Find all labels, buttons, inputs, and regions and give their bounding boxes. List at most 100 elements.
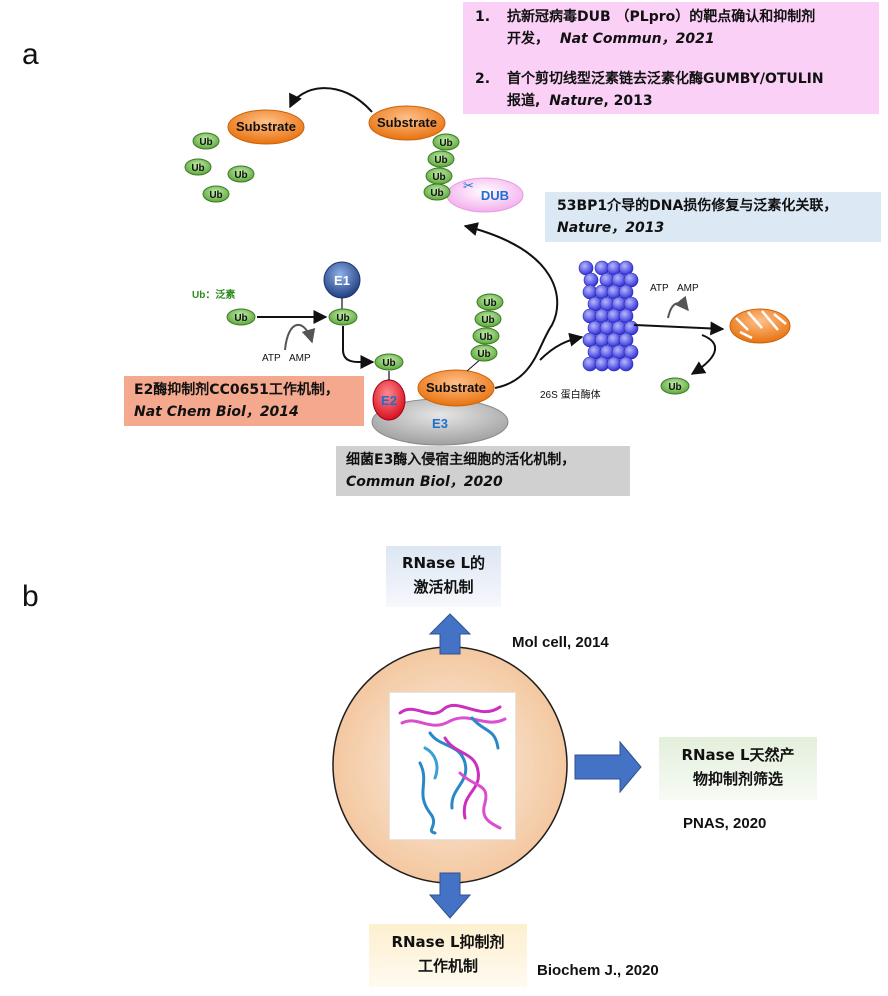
ref-box-e3: 细菌E3酶入侵宿主细胞的活化机制， Commun Biol，2020 <box>336 446 630 496</box>
chain-ub-2: Ub <box>427 150 455 168</box>
ubiquitin-pathway-diagram: Substrate Ub Ub Ub Ub DUB ✂ Substrate Ub… <box>184 87 791 446</box>
svg-text:Ub: Ub <box>479 332 492 343</box>
svg-text:Substrate: Substrate <box>426 380 486 395</box>
box-mechanism-line2: 工作机制 <box>417 957 478 975</box>
ref-box-53bp1: 53BP1介导的DNA损伤修复与泛素化关联， Nature，2013 <box>545 192 881 242</box>
svg-text:DUB: DUB <box>481 188 509 203</box>
box-activation-line2: 激活机制 <box>413 578 474 596</box>
chain-ub-1: Ub <box>432 133 460 151</box>
ref-1-line2b: Nat Commun，2021 <box>559 31 715 47</box>
free-substrate: Substrate <box>227 109 305 145</box>
e3-enzyme: E3 <box>371 398 509 446</box>
svg-text:Ub: Ub <box>481 315 494 326</box>
ref-e2-line2: Nat Chem Biol，2014 <box>134 404 299 420</box>
proteasome-label: 26S 蛋白酶体 <box>540 388 601 401</box>
svg-text:Ub: Ub <box>209 190 222 201</box>
proteasome-26s <box>578 260 639 372</box>
cite-molcell: Mol cell, 2014 <box>512 634 609 651</box>
atp-label-1: ATP <box>262 353 281 364</box>
box-natural-inhibitors: RNase L天然产 物抑制剂筛选 <box>659 737 817 800</box>
free-ub-4: Ub <box>202 185 230 203</box>
poly-ub-1: Ub <box>476 293 504 311</box>
arrow-down <box>428 872 472 919</box>
e1-enzyme: E1 <box>323 261 361 299</box>
ref-53bp1-line1: 53BP1介导的DNA损伤修复与泛素化关联， <box>557 198 838 214</box>
poly-ub-3: Ub <box>472 327 500 345</box>
svg-text:Ub: Ub <box>191 163 204 174</box>
svg-text:Ub: Ub <box>668 382 681 393</box>
proteasome-subunit <box>618 356 634 372</box>
arrow-up <box>428 613 472 655</box>
atp-label-2: ATP <box>650 283 669 294</box>
box-natural-line1: RNase L天然产 <box>681 746 795 764</box>
free-ub-1: Ub <box>192 132 220 150</box>
box-activation: RNase L的 激活机制 <box>386 546 501 607</box>
ref-box-e2: E2酶抑制剂CC0651工作机制， Nat Chem Biol，2014 <box>124 376 364 426</box>
free-ub-2: Ub <box>184 158 212 176</box>
panel-label-a: a <box>22 38 39 71</box>
poly-ub-2: Ub <box>474 310 502 328</box>
ref-num-1: 1. <box>475 9 491 25</box>
svg-text:Ub: Ub <box>434 155 447 166</box>
degradation-arrow <box>633 321 725 336</box>
svg-text:Ub: Ub <box>430 188 443 199</box>
e1-ub: Ub <box>328 308 358 326</box>
e2-enzyme: E2 <box>372 379 406 421</box>
amp-label-1: AMP <box>289 353 311 364</box>
svg-text:Substrate: Substrate <box>377 115 437 130</box>
ref-1-line2a: 开发， <box>507 31 549 47</box>
dub-enzyme: DUB ✂ <box>446 177 524 213</box>
panel-label-b: b <box>22 580 39 613</box>
svg-text:Substrate: Substrate <box>236 119 296 134</box>
svg-text:Ub: Ub <box>234 170 247 181</box>
box-natural-line2: 物抑制剂筛选 <box>692 770 783 788</box>
svg-text:Ub: Ub <box>234 313 247 324</box>
target-substrate: Substrate <box>417 369 495 407</box>
chain-ub-3: Ub <box>425 167 453 185</box>
protein-structure-image <box>389 692 516 840</box>
ub-free-start: Ub <box>226 308 256 326</box>
chain-ub-4: Ub <box>423 183 451 201</box>
ref-1-line1: 抗新冠病毒DUB （PLpro）的靶点确认和抑制剂 <box>507 9 816 25</box>
atp-amp-arrow-2 <box>667 295 689 319</box>
svg-text:Ub: Ub <box>439 138 452 149</box>
svg-text:Ub: Ub <box>483 298 496 309</box>
ub-recycle-arrow <box>690 334 717 375</box>
to-proteasome-arrow <box>539 332 584 361</box>
svg-text:Ub: Ub <box>477 349 490 360</box>
ref-2-line2a: 报道, <box>507 93 541 109</box>
ref-2-line1: 首个剪切线型泛素链去泛素化酶GUMBY/OTULIN <box>507 71 824 87</box>
cite-pnas: PNAS, 2020 <box>683 815 767 832</box>
ub-legend: Ub：泛素 <box>192 288 235 301</box>
ref-53bp1-line2: Nature，2013 <box>557 220 665 236</box>
svg-text:E1: E1 <box>334 273 350 288</box>
svg-text:Ub: Ub <box>336 313 349 324</box>
free-ub-3: Ub <box>227 165 255 183</box>
box-activation-line1: RNase L的 <box>401 554 486 572</box>
to-dub-arrow <box>463 222 559 389</box>
box-inhibitor-mechanism: RNase L抑制剂 工作机制 <box>369 924 527 987</box>
arrow-right <box>574 740 642 794</box>
svg-text:E2: E2 <box>381 393 397 408</box>
protein-ribbon-icon <box>398 703 507 835</box>
ref-e3-line1: 细菌E3酶入侵宿主细胞的活化机制， <box>346 452 576 468</box>
transfer-to-e2-arrow <box>342 326 375 369</box>
poly-ub-4: Ub <box>470 344 498 362</box>
peptide-fragments <box>729 308 791 344</box>
recycled-ub: Ub <box>660 377 690 395</box>
ref-e3-line2: Commun Biol，2020 <box>346 474 503 490</box>
atp-amp-arrow-1 <box>284 323 316 351</box>
scissors-icon: ✂ <box>463 179 474 194</box>
e2-ub: Ub <box>374 353 404 371</box>
ref-2-line2b: Nature <box>549 93 604 109</box>
cite-biochemj: Biochem J., 2020 <box>537 962 659 979</box>
svg-text:Ub: Ub <box>382 358 395 369</box>
box-mechanism-line1: RNase L抑制剂 <box>391 933 505 951</box>
ub-substrate-complex: Substrate <box>368 105 446 141</box>
svg-text:Ub: Ub <box>199 137 212 148</box>
svg-text:E3: E3 <box>432 416 448 431</box>
ref-box-dub: 1. 抗新冠病毒DUB （PLpro）的靶点确认和抑制剂 开发， Nat Com… <box>463 2 879 114</box>
ref-2-line2c: , 2013 <box>603 93 653 109</box>
ref-e2-line1: E2酶抑制剂CC0651工作机制， <box>134 382 339 398</box>
svg-text:Ub: Ub <box>432 172 445 183</box>
